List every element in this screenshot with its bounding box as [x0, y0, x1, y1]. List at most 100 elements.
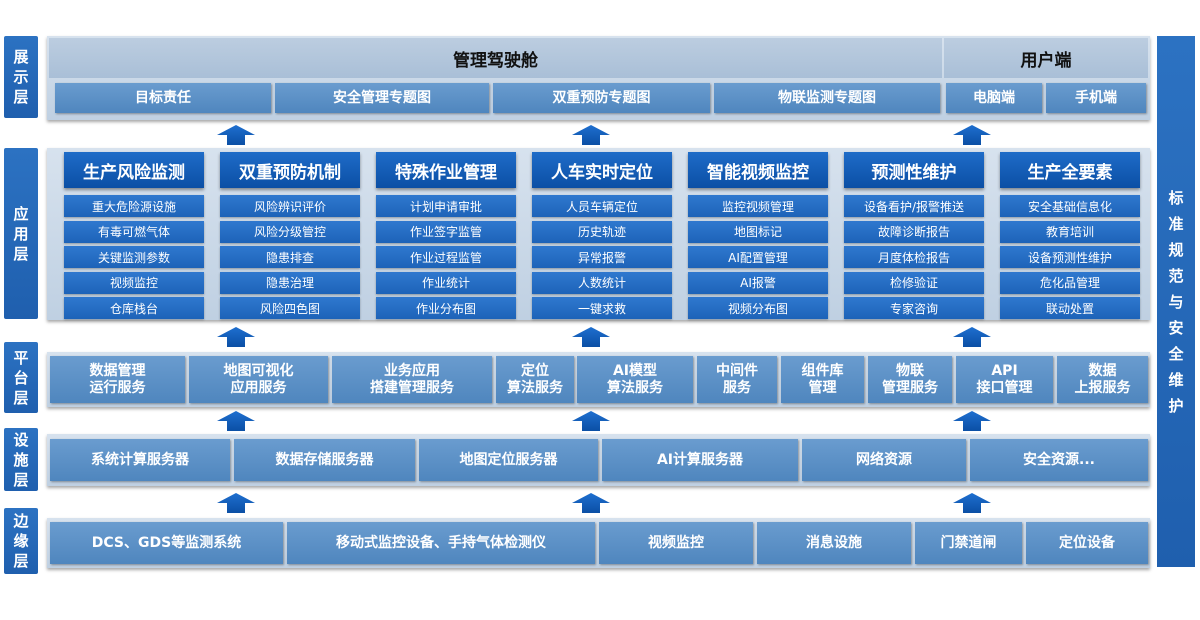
app-column-item: 关键监测参数 — [64, 246, 204, 269]
layer-label-edge-char: 层 — [13, 552, 29, 570]
up-arrow-icon — [217, 493, 255, 513]
app-column-item: 风险分级管控 — [220, 220, 360, 243]
facility-item: AI计算服务器 — [602, 439, 798, 481]
platform-item-line: 数据 — [1088, 362, 1117, 379]
facility-item: 系统计算服务器 — [50, 439, 230, 481]
app-column-item: 设备看护/报警推送 — [844, 195, 984, 217]
edge-item: 门禁道闸 — [915, 522, 1022, 564]
platform-item-line: 定位 — [521, 362, 549, 379]
up-arrow-icon — [953, 411, 991, 431]
app-column-title: 预测性维护 — [844, 152, 984, 188]
layer-label-platform-char: 层 — [13, 388, 29, 407]
platform-item-line: AI模型 — [612, 362, 658, 379]
app-column-title: 双重预防机制 — [220, 152, 360, 188]
platform-item-line: 运行服务 — [89, 379, 146, 396]
app-column-item: 历史轨迹 — [532, 220, 672, 243]
platform-item-line: 中间件 — [716, 362, 758, 379]
user-end-header: 用户端 — [944, 38, 1148, 78]
edge-item: 消息设施 — [757, 522, 911, 564]
standards-security-bar-char: 规 — [1168, 240, 1184, 259]
app-column-item: 异常报警 — [532, 246, 672, 269]
platform-item: AI模型算法服务 — [577, 356, 693, 403]
standards-security-bar-char: 准 — [1168, 214, 1184, 233]
facility-band — [47, 434, 1150, 486]
app-column-item: 风险辨识评价 — [220, 195, 360, 217]
platform-item-line: 业务应用 — [384, 362, 440, 379]
platform-item-line: 应用服务 — [230, 379, 287, 396]
up-arrow-icon — [953, 327, 991, 347]
layer-label-platform-char: 平 — [13, 348, 29, 367]
up-arrow-icon — [572, 327, 610, 347]
layer-label-platform: 平台层 — [4, 342, 38, 413]
standards-security-bar-char: 安 — [1168, 318, 1184, 337]
layer-label-platform-char: 台 — [13, 368, 29, 387]
app-column-item: 作业过程监管 — [376, 246, 516, 269]
app-column-item: 作业统计 — [376, 271, 516, 294]
edge-item: 定位设备 — [1026, 522, 1148, 564]
platform-item: 业务应用搭建管理服务 — [332, 356, 492, 403]
layer-label-facility: 设施层 — [4, 428, 38, 491]
edge-item: 视频监控 — [599, 522, 753, 564]
layer-label-display: 展示层 — [4, 36, 38, 118]
cockpit-header: 管理驾驶舱 — [49, 38, 942, 78]
platform-item-line: 搭建管理服务 — [370, 379, 454, 396]
app-column-title: 特殊作业管理 — [376, 152, 516, 188]
up-arrow-icon — [217, 411, 255, 431]
platform-item: 数据上报服务 — [1057, 356, 1148, 403]
app-column-item: 仓库栈台 — [64, 297, 204, 320]
platform-item-line: 物联 — [896, 362, 924, 379]
app-column-title: 生产风险监测 — [64, 152, 204, 188]
app-column-item: 隐患治理 — [220, 271, 360, 294]
app-column-item: 重大危险源设施 — [64, 195, 204, 217]
layer-label-edge: 边缘层 — [4, 508, 38, 574]
up-arrow-icon — [217, 327, 255, 347]
app-column-item: 设备预测性维护 — [1000, 246, 1140, 269]
app-column-item: 人数统计 — [532, 271, 672, 294]
standards-security-bar-char: 维 — [1168, 370, 1184, 389]
platform-item-line: 组件库 — [801, 362, 844, 379]
facility-item: 数据存储服务器 — [234, 439, 415, 481]
platform-item: 组件库管理 — [781, 356, 864, 403]
app-column-item: 专家咨询 — [844, 297, 984, 320]
layer-label-application-char: 应 — [13, 204, 29, 223]
app-column-title: 智能视频监控 — [688, 152, 828, 188]
app-column-item: 人员车辆定位 — [532, 195, 672, 217]
layer-label-application: 应用层 — [4, 148, 38, 319]
app-column-item: 风险四色图 — [220, 297, 360, 320]
platform-item: 物联管理服务 — [868, 356, 952, 403]
user-end-item: 电脑端 — [946, 83, 1042, 113]
app-column-item: 计划申请审批 — [376, 195, 516, 217]
up-arrow-icon — [572, 125, 610, 145]
platform-item: 定位算法服务 — [496, 356, 574, 403]
platform-item-line: 数据管理 — [89, 362, 146, 379]
up-arrow-icon — [572, 493, 610, 513]
display-item: 安全管理专题图 — [275, 83, 489, 113]
up-arrow-icon — [953, 493, 991, 513]
up-arrow-icon — [217, 125, 255, 145]
cockpit-title: 管理驾驶舱 — [453, 50, 538, 71]
facility-item: 地图定位服务器 — [419, 439, 598, 481]
app-column-item: 危化品管理 — [1000, 271, 1140, 294]
user-end-item: 手机端 — [1046, 83, 1146, 113]
app-column-item: 月度体检报告 — [844, 246, 984, 269]
layer-label-application-char: 用 — [13, 224, 29, 243]
app-column-item: 故障诊断报告 — [844, 220, 984, 243]
app-column-item: 有毒可燃气体 — [64, 220, 204, 243]
platform-item-line: 上报服务 — [1074, 379, 1131, 396]
app-column-item: 教育培训 — [1000, 220, 1140, 243]
display-item: 目标责任 — [55, 83, 271, 113]
platform-item-line: 算法服务 — [507, 379, 563, 396]
layer-label-application-char: 层 — [13, 244, 29, 263]
standards-security-bar-char: 标 — [1168, 188, 1184, 207]
app-column-title: 生产全要素 — [1000, 152, 1140, 188]
platform-item-line: 地图可视化 — [223, 362, 294, 379]
app-column-item: 视频监控 — [64, 271, 204, 294]
app-column-item: AI报警 — [688, 271, 828, 294]
edge-item: DCS、GDS等监测系统 — [50, 522, 283, 564]
platform-item-line: 管理服务 — [882, 379, 938, 396]
app-column-item: 检修验证 — [844, 271, 984, 294]
platform-item-line: 服务 — [723, 379, 751, 396]
standards-security-bar-char: 与 — [1168, 292, 1184, 311]
layer-label-display-char: 层 — [13, 88, 29, 106]
